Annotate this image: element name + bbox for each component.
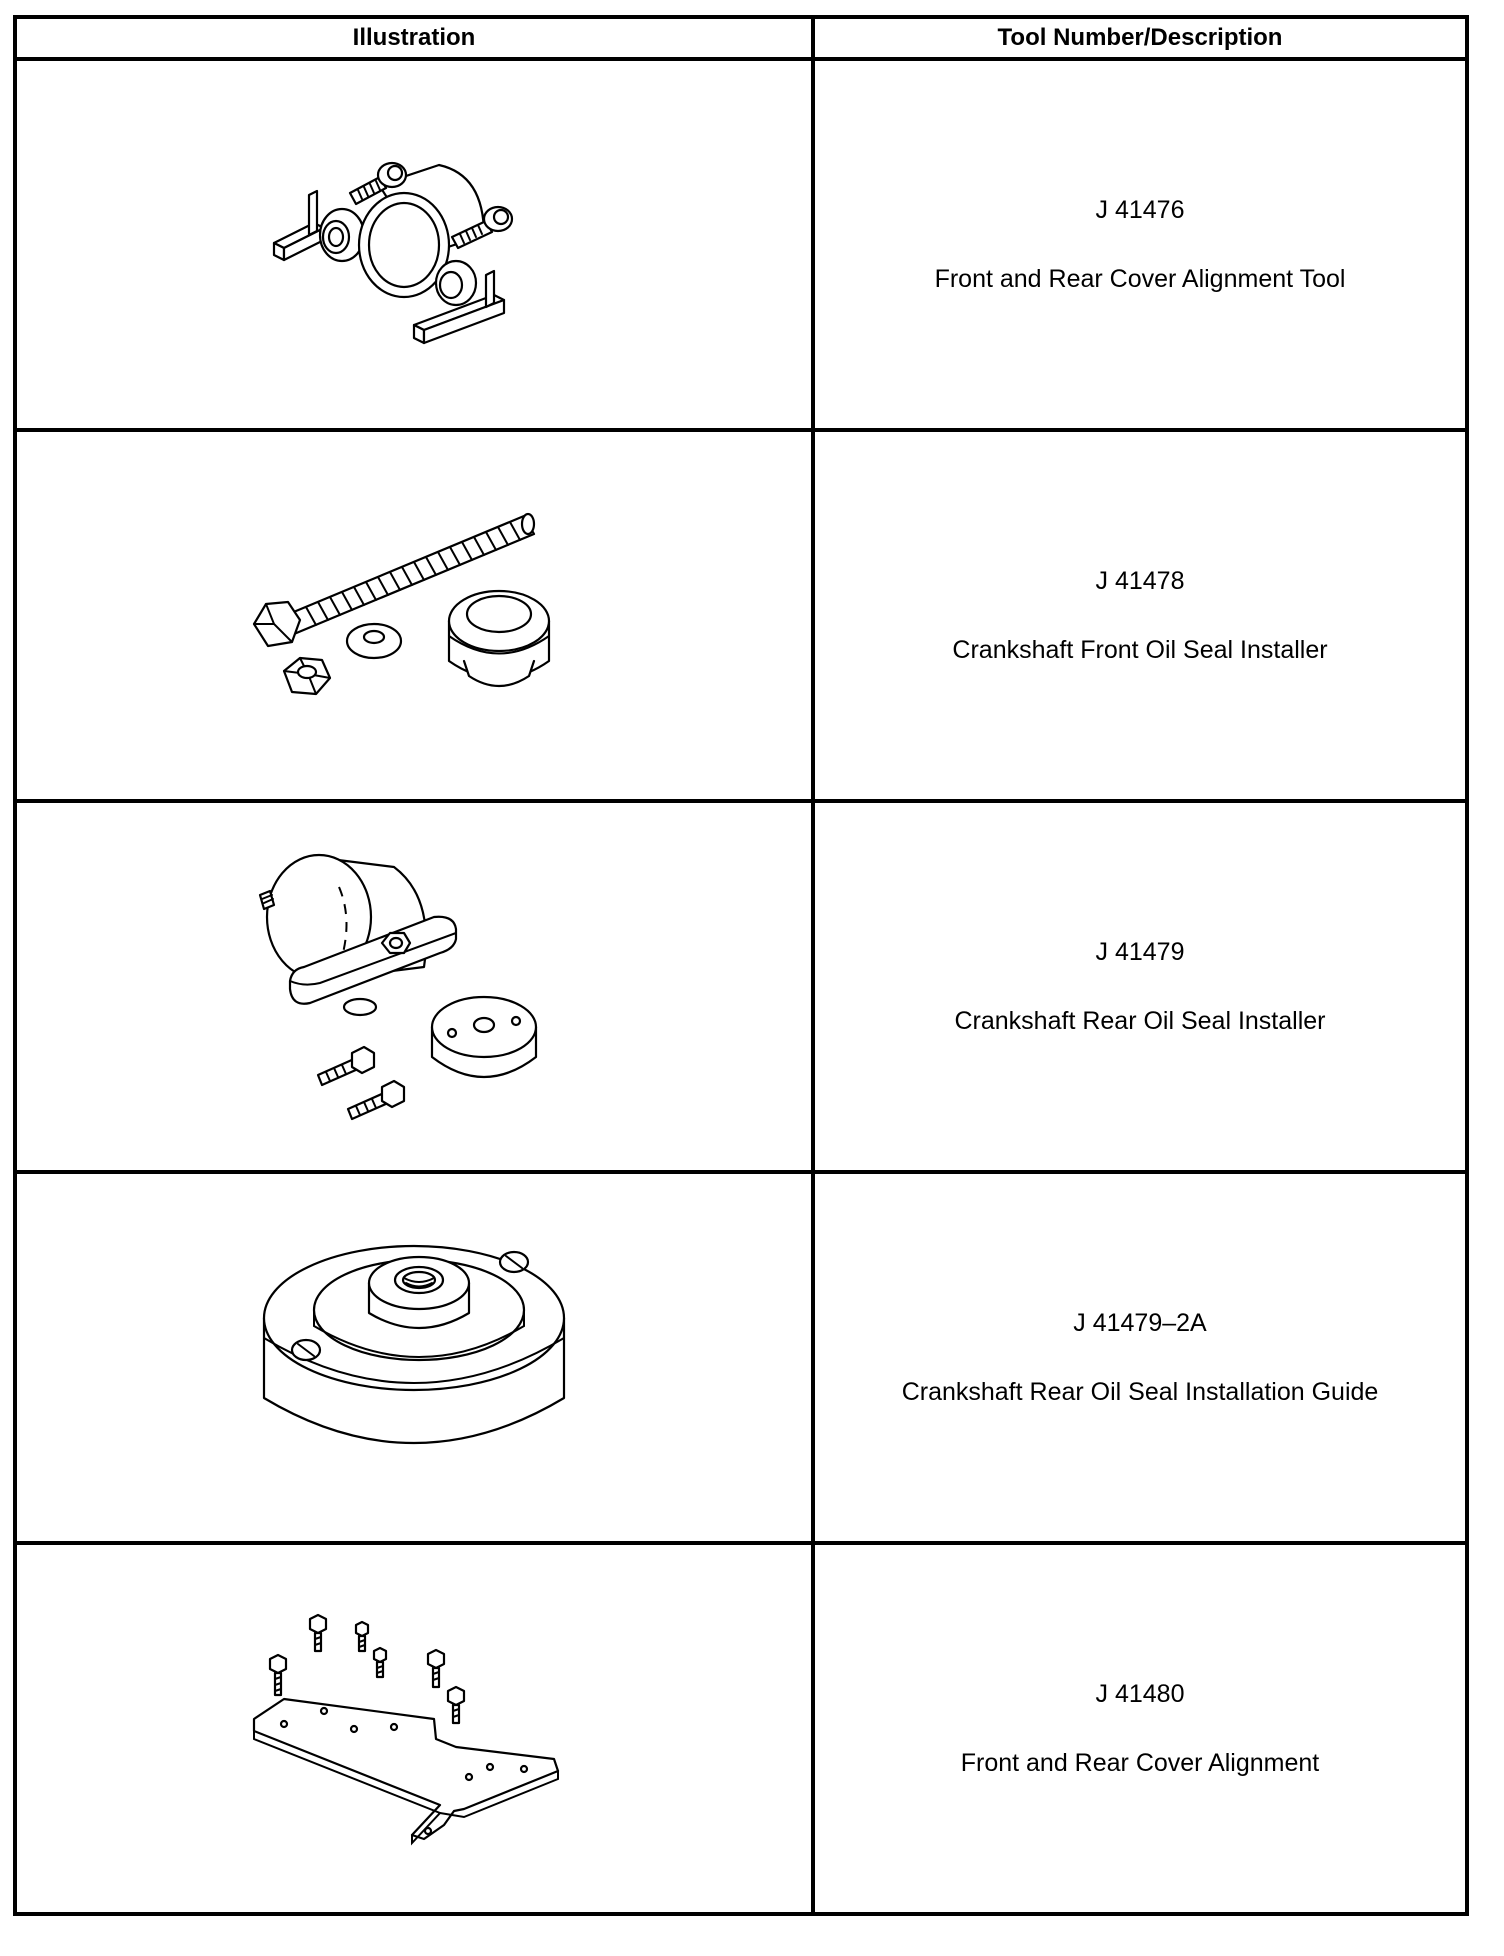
table-row: J 41479–2A Crankshaft Rear Oil Seal Inst… (13, 1170, 1469, 1545)
tool-number: J 41476 (1095, 195, 1185, 224)
table-row: J 41479 Crankshaft Rear Oil Seal Install… (13, 799, 1469, 1174)
tool-number: J 41479 (1095, 937, 1185, 966)
tool-description: Crankshaft Rear Oil Seal Installation Gu… (901, 1377, 1379, 1406)
illustration-cell (13, 428, 815, 803)
illustration-cell (13, 57, 815, 432)
description-cell: J 41479 Crankshaft Rear Oil Seal Install… (811, 799, 1469, 1174)
tool-number: J 41480 (1095, 1679, 1185, 1708)
table-row: J 41478 Crankshaft Front Oil Seal Instal… (13, 428, 1469, 803)
seal-installation-guide-icon (262, 1244, 566, 1444)
illustration-cell (13, 1170, 815, 1545)
cover-alignment-tool-icon (272, 161, 514, 344)
tool-description: Crankshaft Rear Oil Seal Installer (954, 1006, 1326, 1035)
tool-description: Front and Rear Cover Alignment (960, 1748, 1320, 1777)
tool-description: Front and Rear Cover Alignment Tool (934, 264, 1346, 293)
header-tool-number-description: Tool Number/Description (811, 15, 1469, 61)
table-row: J 41476 Front and Rear Cover Alignment T… (13, 57, 1469, 432)
description-cell: J 41479–2A Crankshaft Rear Oil Seal Inst… (811, 1170, 1469, 1545)
description-cell: J 41478 Crankshaft Front Oil Seal Instal… (811, 428, 1469, 803)
table-header-row: Illustration Tool Number/Description (13, 15, 1469, 61)
cover-alignment-plate-icon (252, 1613, 560, 1846)
tool-number: J 41478 (1095, 566, 1185, 595)
description-cell: J 41480 Front and Rear Cover Alignment (811, 1541, 1469, 1916)
table-row: J 41480 Front and Rear Cover Alignment (13, 1541, 1469, 1916)
illustration-cell (13, 799, 815, 1174)
illustration-cell (13, 1541, 815, 1916)
rear-oil-seal-installer-icon (258, 853, 538, 1120)
header-illustration: Illustration (13, 15, 815, 61)
description-cell: J 41476 Front and Rear Cover Alignment T… (811, 57, 1469, 432)
tool-description: Crankshaft Front Oil Seal Installer (952, 635, 1328, 664)
special-tools-table: Illustration Tool Number/Description (13, 15, 1469, 1916)
tool-number: J 41479–2A (1073, 1308, 1207, 1337)
front-oil-seal-installer-icon (252, 512, 551, 695)
